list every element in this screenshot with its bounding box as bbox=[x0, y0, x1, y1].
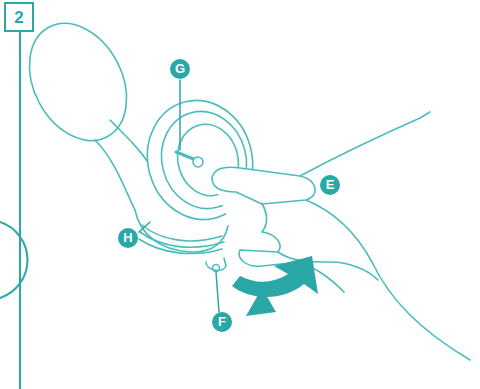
frame-line bbox=[19, 32, 21, 389]
callout-letter: G bbox=[170, 59, 190, 79]
leader-line bbox=[179, 80, 181, 150]
thread bbox=[139, 239, 222, 254]
callout-letter: E bbox=[320, 175, 340, 195]
leader-line bbox=[139, 222, 150, 232]
hand-finger bbox=[212, 167, 315, 252]
step-box: 2 bbox=[4, 2, 34, 32]
leader-line bbox=[216, 272, 219, 312]
thread bbox=[142, 225, 222, 241]
funnel-neck bbox=[110, 120, 150, 165]
step-number: 2 bbox=[14, 9, 23, 26]
rotate-arrow bbox=[232, 256, 318, 297]
callout-letter: H bbox=[118, 228, 138, 248]
edge-arc bbox=[0, 222, 28, 298]
callout-letter: F bbox=[212, 312, 232, 332]
hand-outline bbox=[300, 112, 430, 176]
rotate-arrow-head bbox=[246, 288, 276, 316]
tab-hole bbox=[213, 265, 220, 272]
thread bbox=[140, 232, 224, 247]
pin bbox=[176, 152, 196, 160]
pin-head bbox=[193, 157, 203, 167]
funnel-neck bbox=[95, 140, 135, 210]
hand-finger bbox=[212, 178, 262, 204]
